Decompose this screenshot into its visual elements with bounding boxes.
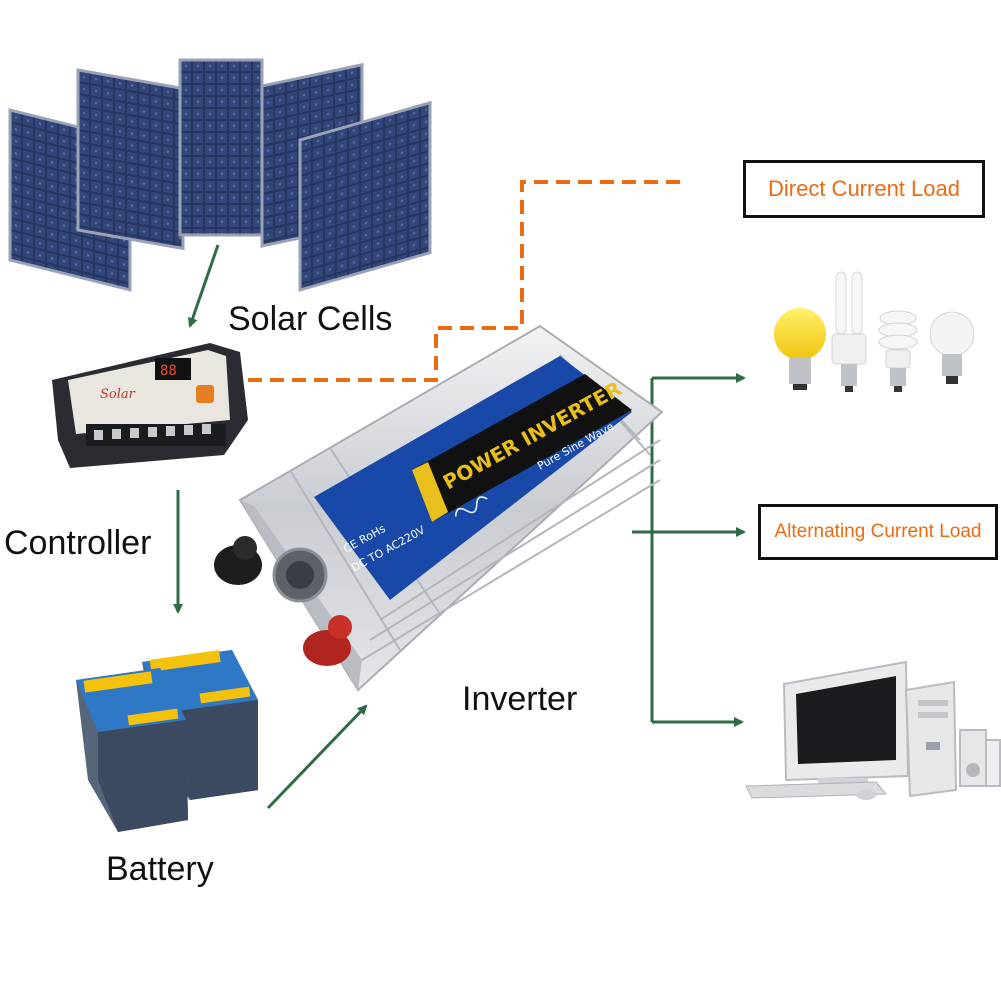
cfl-spiral-bulb bbox=[878, 310, 918, 392]
incandescent-bulb bbox=[774, 308, 826, 390]
ac-load-label: Alternating Current Load bbox=[774, 521, 982, 542]
inverter-terminal-red bbox=[303, 630, 351, 666]
dc-load-box: Direct Current Load bbox=[743, 160, 985, 218]
battery-label: Battery bbox=[106, 850, 214, 888]
arrow-battery-to-inverter bbox=[266, 704, 368, 810]
flow-arrows bbox=[173, 244, 746, 810]
charge-controller: 88 Solar bbox=[52, 343, 248, 468]
dc-load-label: Direct Current Load bbox=[768, 176, 960, 201]
solar-cells-label: Solar Cells bbox=[228, 300, 393, 338]
arrow-panels-to-controller bbox=[187, 244, 220, 328]
power-inverter: POWER INVERTER Pure Sine Wave CE RoHs DC… bbox=[214, 324, 664, 692]
light-bulbs bbox=[774, 271, 975, 392]
batteries bbox=[76, 650, 258, 832]
solar-panels bbox=[8, 58, 432, 292]
solar-panel-5 bbox=[298, 100, 432, 292]
dc-load-line bbox=[248, 180, 684, 382]
cfl-tube-bulb bbox=[831, 271, 867, 392]
controller-brand: Solar bbox=[100, 387, 136, 402]
solar-panel-3 bbox=[178, 58, 264, 237]
controller-display: 88 bbox=[160, 363, 177, 379]
ac-load-box: Alternating Current Load bbox=[758, 504, 998, 560]
inverter-label: Inverter bbox=[462, 680, 578, 718]
desktop-computer bbox=[745, 660, 1001, 800]
led-bulb bbox=[929, 311, 975, 384]
solar-panel-2 bbox=[76, 68, 185, 251]
battery-1 bbox=[76, 668, 188, 832]
controller-label: Controller bbox=[4, 524, 152, 562]
